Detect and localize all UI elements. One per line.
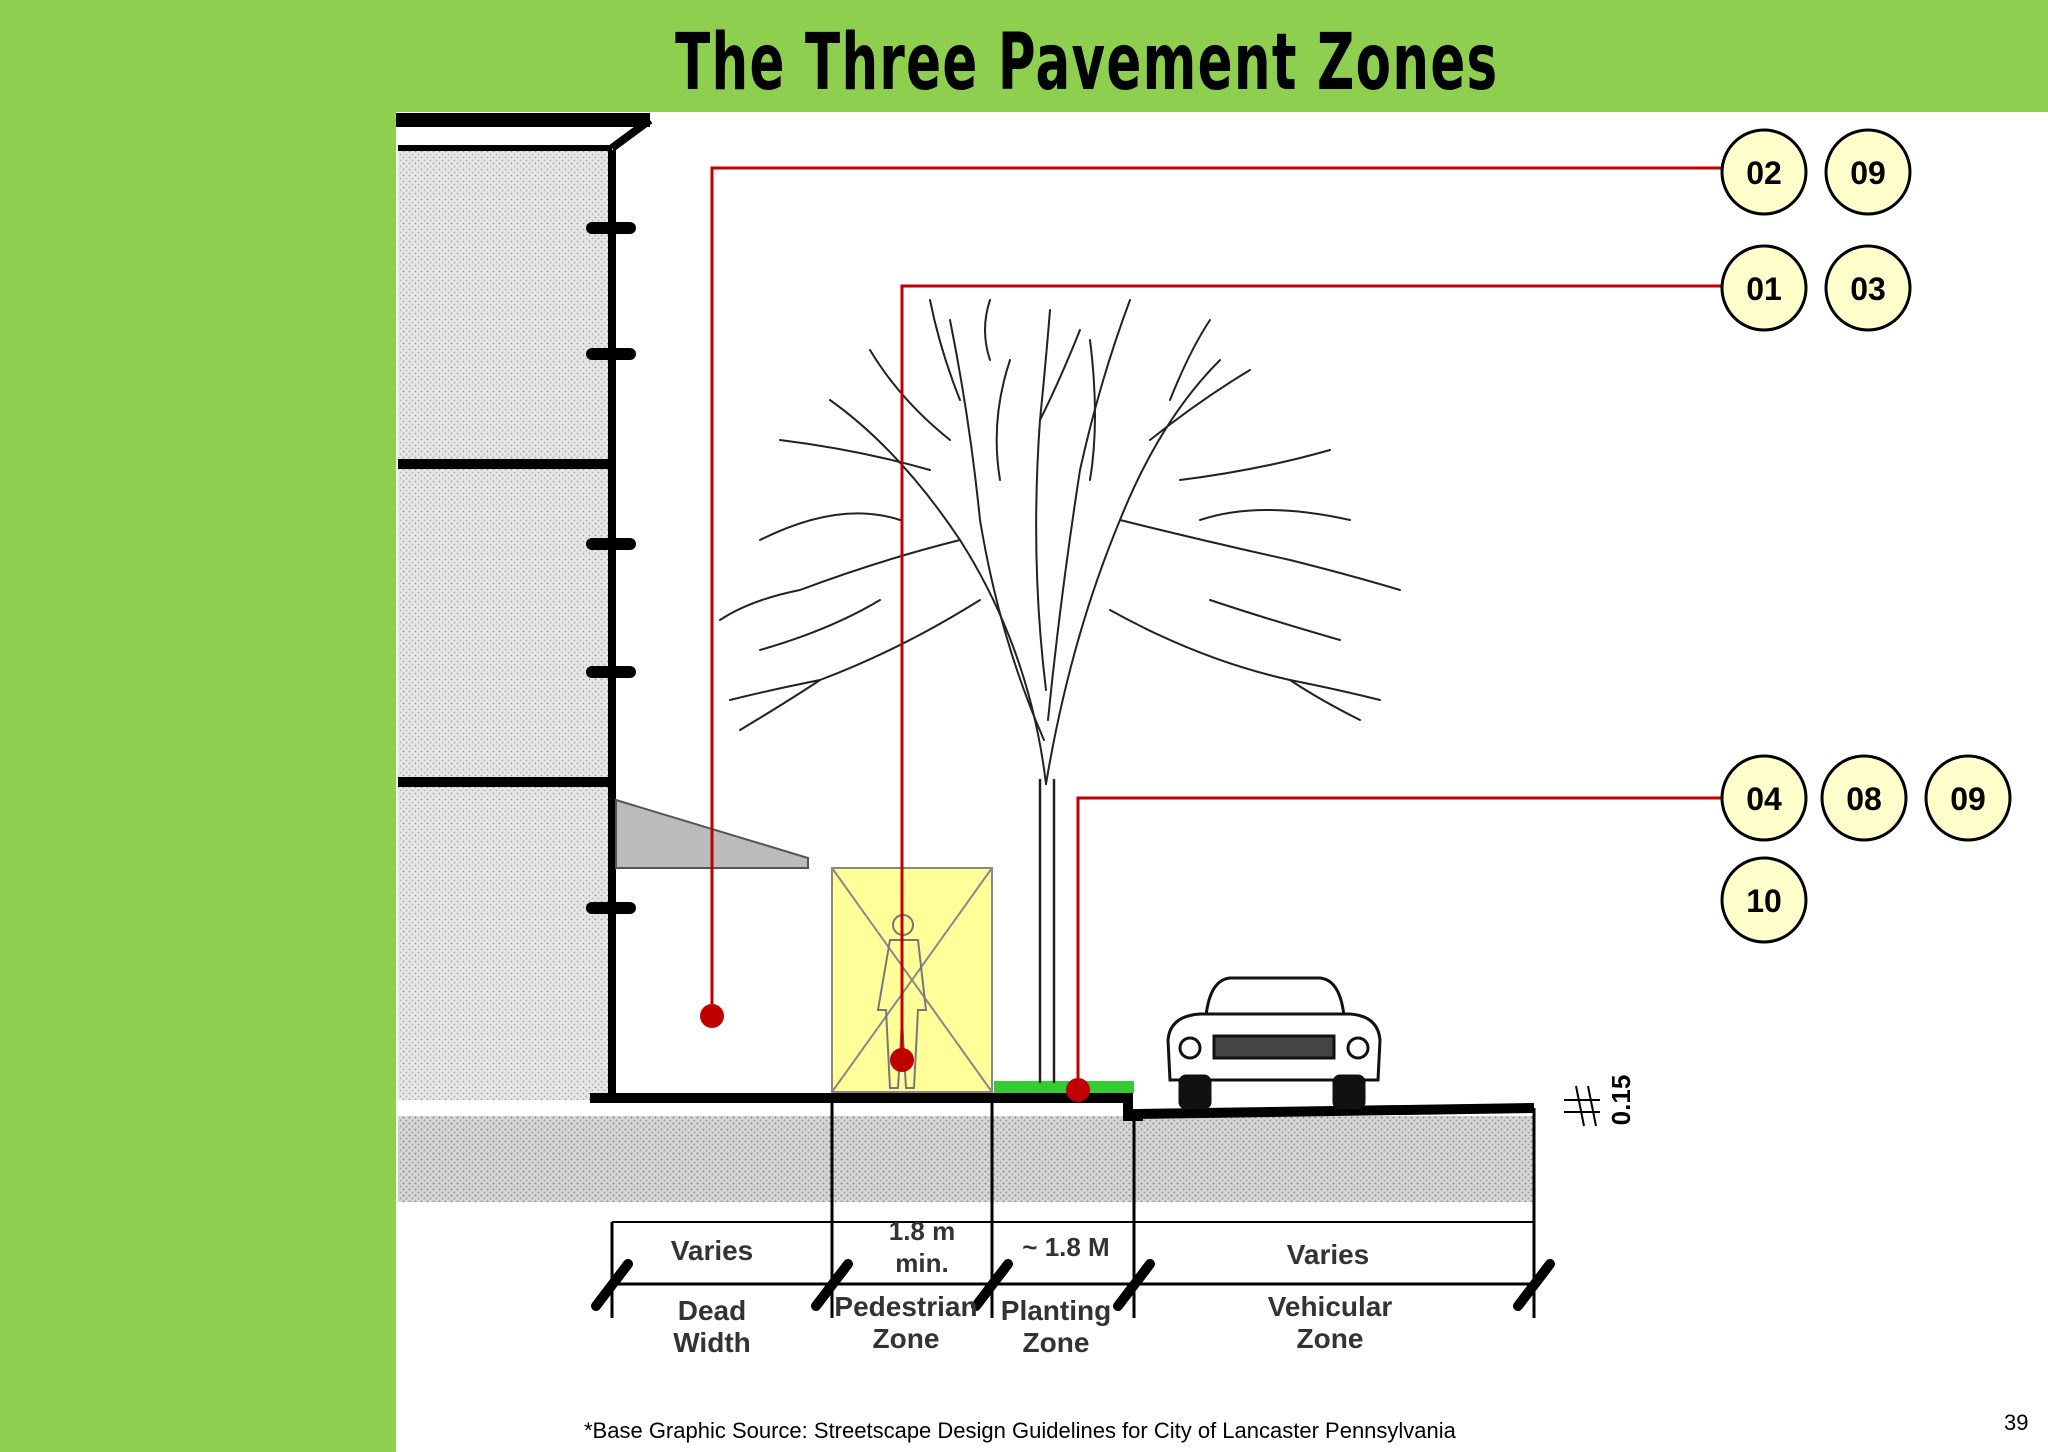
page-number: 39 bbox=[2004, 1410, 2029, 1435]
source-credit: *Base Graphic Source: Streetscape Design… bbox=[584, 1418, 1456, 1443]
leader-line-dead-width bbox=[710, 166, 1724, 1016]
dimension-values: Varies 1.8 m min. ~ 1.8 M Varies bbox=[671, 1216, 1370, 1278]
car bbox=[1166, 976, 1382, 1110]
green-left-band bbox=[0, 0, 396, 1452]
svg-text:08: 08 bbox=[1846, 781, 1882, 817]
leader-dot-dead-width bbox=[700, 1004, 724, 1028]
sidewalk-surface bbox=[590, 1093, 1535, 1121]
callout-bubble[interactable]: 08 bbox=[1820, 754, 1908, 842]
planting-dimension: ~ 1.8 M bbox=[1022, 1232, 1109, 1262]
svg-text:04: 04 bbox=[1746, 781, 1782, 817]
tree-trunk bbox=[1038, 778, 1056, 1084]
dead-width-dimension: Varies bbox=[671, 1235, 754, 1266]
vehicular-dimension: Varies bbox=[1287, 1239, 1370, 1270]
pedestrian-zone-label-line1: Pedestrian bbox=[834, 1291, 977, 1322]
vehicular-zone-label-line2: Zone bbox=[1297, 1323, 1364, 1354]
leader-dot-pedestrian bbox=[890, 1048, 914, 1072]
ground bbox=[398, 1081, 1535, 1202]
callout-bubble[interactable]: 04 bbox=[1720, 754, 1808, 842]
dimension-ticks bbox=[591, 1259, 1555, 1311]
tree-branches bbox=[719, 299, 1401, 785]
facade-ticks bbox=[586, 222, 636, 914]
pedestrian-zone-label-line2: Zone bbox=[873, 1323, 940, 1354]
callout-bubble[interactable]: 01 bbox=[1720, 244, 1808, 332]
car-grille bbox=[1212, 1034, 1336, 1060]
callout-group-top: 02 09 bbox=[1720, 128, 1912, 216]
pedestrian-dimension-line2: min. bbox=[895, 1248, 948, 1278]
curb-height-indicator bbox=[1564, 1085, 1600, 1127]
pedestrian-dimension-line1: 1.8 m bbox=[889, 1216, 956, 1246]
planting-zone-label-line1: Planting bbox=[1001, 1295, 1111, 1326]
svg-text:10: 10 bbox=[1746, 883, 1782, 919]
dead-width-label-line2: Width bbox=[673, 1327, 751, 1358]
green-title-bar bbox=[396, 0, 2048, 112]
dimension-line bbox=[591, 1100, 1555, 1318]
svg-text:02: 02 bbox=[1746, 155, 1782, 191]
slide-title: The Three Pavement Zones bbox=[675, 18, 1499, 108]
svg-text:01: 01 bbox=[1746, 271, 1782, 307]
building bbox=[396, 113, 809, 1100]
callout-bubble[interactable]: 09 bbox=[1924, 754, 2012, 842]
car-wheel bbox=[1178, 1074, 1212, 1110]
leader-lines bbox=[710, 166, 1724, 1090]
callout-bubble[interactable]: 10 bbox=[1720, 856, 1808, 944]
leader-line-pedestrian bbox=[900, 284, 1724, 1060]
svg-text:09: 09 bbox=[1850, 155, 1886, 191]
car-wheel bbox=[1332, 1074, 1366, 1110]
svg-text:03: 03 bbox=[1850, 271, 1886, 307]
leader-dot-planting bbox=[1066, 1078, 1090, 1102]
car-headlight bbox=[1346, 1036, 1370, 1060]
dead-width-label-line1: Dead bbox=[678, 1295, 746, 1326]
planting-zone-label-line2: Zone bbox=[1023, 1327, 1090, 1358]
ground-fill bbox=[398, 1116, 1534, 1202]
callout-bubble[interactable]: 02 bbox=[1720, 128, 1808, 216]
leader-line-planting bbox=[1076, 796, 1724, 1090]
callout-bubble[interactable]: 09 bbox=[1824, 128, 1912, 216]
callout-bubble[interactable]: 03 bbox=[1824, 244, 1912, 332]
car-windshield bbox=[1204, 976, 1346, 1017]
svg-text:09: 09 bbox=[1950, 781, 1986, 817]
street-tree bbox=[719, 299, 1401, 1084]
zone-labels: Dead Width Pedestrian Zone Planting Zone… bbox=[673, 1291, 1392, 1358]
callout-group-mid: 01 03 bbox=[1720, 244, 1912, 332]
callout-group-low: 04 08 09 10 bbox=[1720, 754, 2012, 944]
curb-height-label: 0.15 bbox=[1606, 1075, 1636, 1126]
vehicular-zone-label-line1: Vehicular bbox=[1268, 1291, 1393, 1322]
building-wall bbox=[398, 150, 608, 1100]
planting-strip bbox=[994, 1081, 1134, 1093]
car-headlight bbox=[1178, 1036, 1202, 1060]
